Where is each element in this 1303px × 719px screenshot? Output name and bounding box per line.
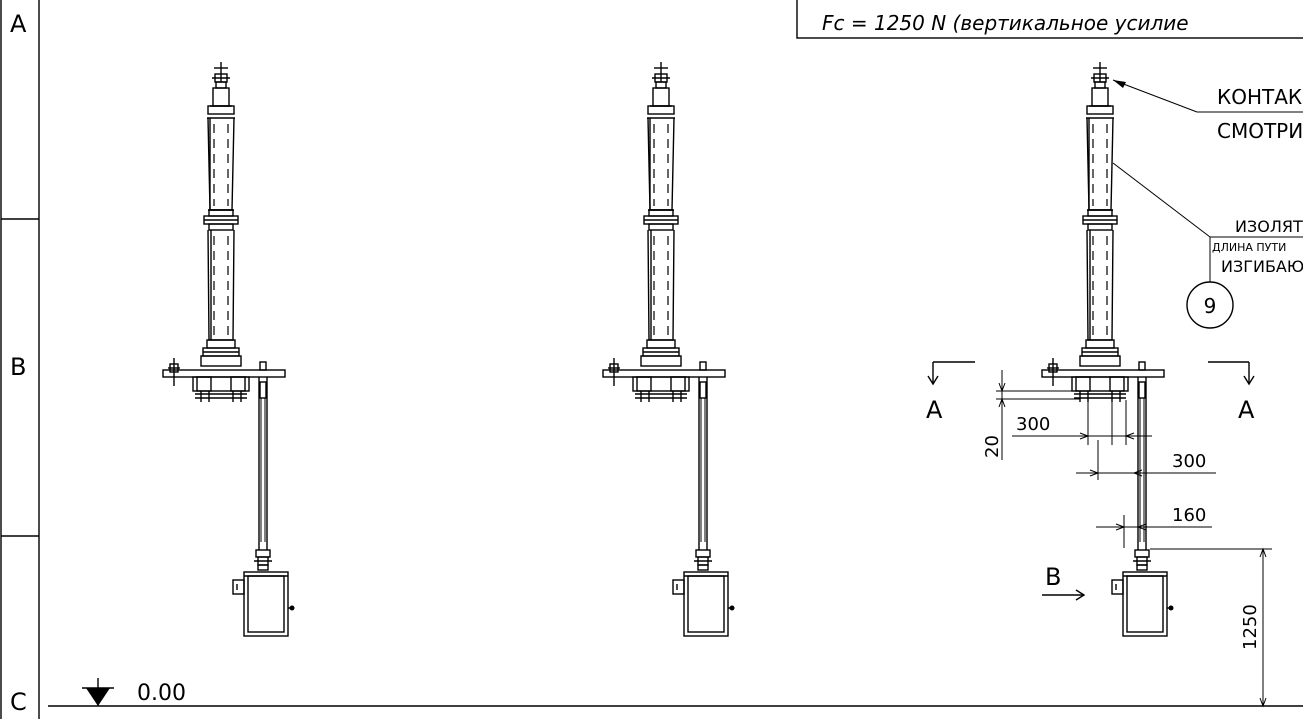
- callout-insulator-leader: [1112, 162, 1303, 282]
- note-text: Fc = 1250 N (вертикальное усилие: [822, 11, 1189, 35]
- view-b-label: B: [1045, 563, 1061, 591]
- dimension-300-bottom-value: 300: [1172, 451, 1206, 472]
- callout-contact-line2: СМОТРИ: [1217, 119, 1303, 143]
- dimension-300-top-value: 300: [1016, 414, 1050, 435]
- zone-b-label: B: [10, 353, 26, 381]
- pole-1: [162, 61, 296, 637]
- callout-contact-line1: КОНТАК: [1217, 85, 1302, 109]
- item-number: 9: [1204, 294, 1217, 318]
- callout-contact-leader: [1112, 79, 1303, 113]
- section-arrow-right-icon: [1208, 361, 1255, 386]
- item-balloon: [1186, 281, 1234, 329]
- dimension-300-top-lines: [1012, 400, 1152, 445]
- section-left-label: A: [926, 396, 943, 424]
- section-right-label: A: [1238, 396, 1255, 424]
- zone-a-label: A: [10, 10, 27, 38]
- view-b-arrow-icon: [1042, 589, 1086, 601]
- dimension-160-value: 160: [1172, 505, 1206, 526]
- pole-2: [602, 61, 736, 637]
- callout-insulator-line2: ДЛИНА ПУТИ: [1212, 241, 1286, 254]
- zone-c-label: C: [10, 688, 27, 716]
- dimension-1250-value: 1250: [1240, 604, 1261, 650]
- dimension-300-bottom-lines: [1076, 440, 1216, 480]
- note-box: [796, 0, 1303, 39]
- level-mark-icon: [82, 678, 114, 706]
- level-mark-text: 0.00: [137, 681, 186, 706]
- callout-insulator-line1: ИЗОЛЯТ: [1235, 217, 1303, 236]
- dimension-160-lines: [1096, 515, 1212, 548]
- dimension-20-value: 20: [982, 435, 1003, 458]
- callout-insulator-line3: ИЗГИБАЮ: [1221, 257, 1303, 276]
- dimension-1250-lines: [1150, 547, 1272, 708]
- pole-3: [1041, 61, 1175, 637]
- section-arrow-left-icon: [927, 361, 975, 386]
- dimension-20-lines: [996, 370, 1080, 460]
